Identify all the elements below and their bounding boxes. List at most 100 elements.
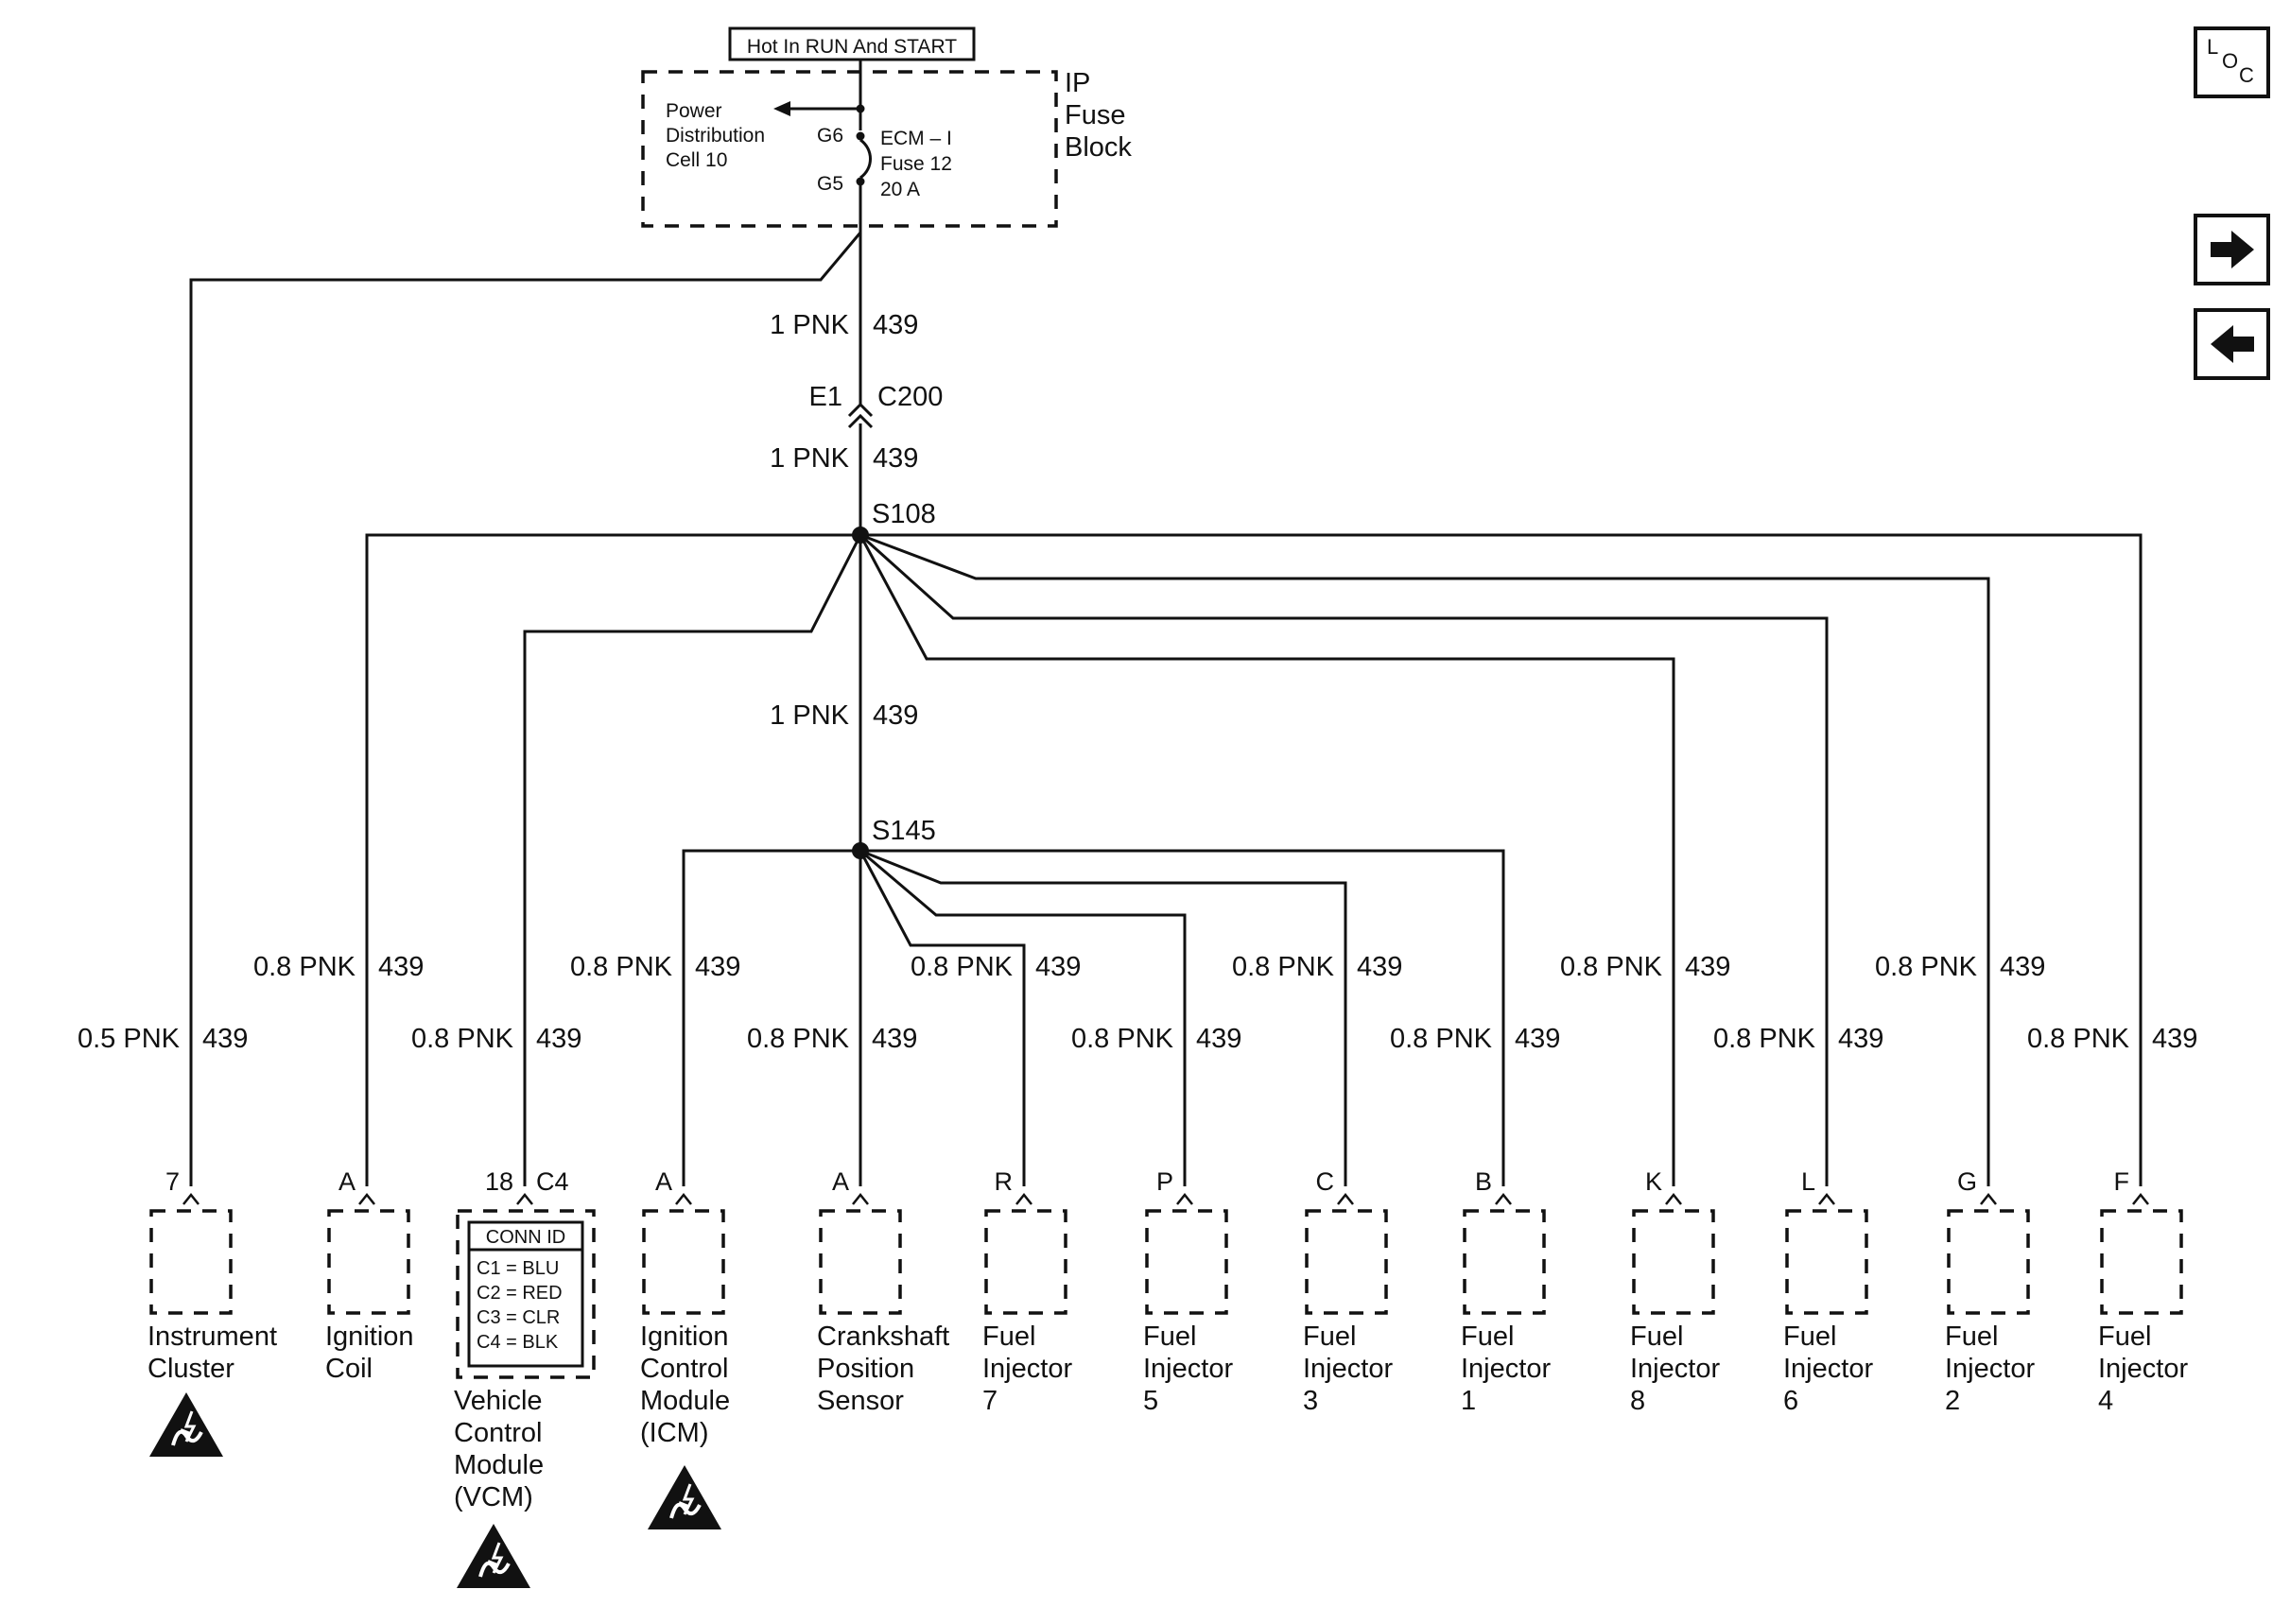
branch-wire bbox=[859, 534, 1675, 1186]
component-name-line: Cluster bbox=[147, 1354, 234, 1384]
wire-circuit-label: 439 bbox=[1196, 1024, 1241, 1054]
fuse-block-outline bbox=[641, 70, 1058, 228]
pin-label: 7 bbox=[165, 1167, 180, 1196]
connector-pin: E1 bbox=[809, 382, 842, 412]
wire-gauge-label: 0.8 PNK bbox=[411, 1024, 514, 1054]
component-name-line: Fuel bbox=[1630, 1322, 1683, 1352]
component-outline bbox=[1463, 1209, 1546, 1315]
terminal-icon bbox=[358, 1192, 375, 1205]
conn-id-title: CONN ID bbox=[486, 1227, 565, 1248]
terminal-icon bbox=[1495, 1192, 1512, 1205]
splice-s108-label: S108 bbox=[872, 499, 936, 529]
fuse-pin-out: G5 bbox=[817, 173, 843, 195]
component-name-line: Fuel bbox=[1945, 1322, 1998, 1352]
terminal-icon bbox=[1818, 1192, 1835, 1205]
arrow-right-icon[interactable] bbox=[2194, 214, 2270, 285]
branch-wire bbox=[860, 849, 1505, 1186]
pin-label: B bbox=[1475, 1167, 1492, 1196]
branch-wire bbox=[859, 850, 1026, 1186]
wire-gauge-label: 0.8 PNK bbox=[1232, 952, 1335, 982]
esd-warning-icon bbox=[648, 1465, 721, 1529]
component-name-line: Injector bbox=[982, 1354, 1072, 1384]
pin-label: P bbox=[1156, 1167, 1173, 1196]
fuse-number: Fuse 12 bbox=[880, 153, 952, 175]
mid-wire-gauge: 1 PNK bbox=[770, 443, 849, 474]
feed-junction-dot bbox=[856, 104, 865, 113]
terminal-icon bbox=[2132, 1192, 2149, 1205]
lower-wire-circuit: 439 bbox=[873, 700, 918, 731]
component-name-line: Fuel bbox=[1303, 1322, 1356, 1352]
branch-wire bbox=[523, 534, 862, 1186]
arrow-left-icon[interactable] bbox=[2194, 308, 2270, 380]
wire-circuit-label: 439 bbox=[1357, 952, 1402, 982]
component-name-line: Control bbox=[640, 1354, 729, 1384]
trunk-wiring: 1 PNK 439 E1 C200 1 PNK 439 S108 1 PNK 4… bbox=[770, 181, 943, 859]
component-name-line: 7 bbox=[982, 1386, 998, 1416]
branch-wire bbox=[859, 533, 1990, 1186]
pin-label: F bbox=[2114, 1167, 2130, 1196]
component-name-line: Fuel bbox=[1783, 1322, 1836, 1352]
loc-icon[interactable]: L O C bbox=[2194, 26, 2270, 98]
component-name-line: Crankshaft bbox=[817, 1322, 949, 1352]
wire-gauge-label: 0.8 PNK bbox=[1390, 1024, 1493, 1054]
wire-circuit-label: 439 bbox=[2000, 952, 2045, 982]
c200-connector-icon bbox=[847, 402, 874, 429]
component-name-line: Ignition bbox=[325, 1322, 414, 1352]
branch-wire bbox=[859, 533, 1829, 1186]
branch-wire bbox=[365, 533, 860, 1186]
component-name-line: Control bbox=[454, 1418, 543, 1448]
supply-label-box bbox=[728, 26, 976, 61]
svg-text:C: C bbox=[2239, 63, 2254, 87]
connector-label: C4 bbox=[536, 1167, 569, 1196]
component-outline bbox=[1145, 1209, 1228, 1315]
wire-circuit-label: 439 bbox=[1838, 1024, 1883, 1054]
component-name-line: Fuel bbox=[982, 1322, 1035, 1352]
wire-gauge-label: 0.8 PNK bbox=[747, 1024, 850, 1054]
component-name-line: Injector bbox=[1630, 1354, 1720, 1384]
terminal-icon bbox=[852, 1192, 869, 1205]
component-name-line: (VCM) bbox=[454, 1482, 533, 1512]
component-name-line: Module bbox=[454, 1450, 544, 1480]
component-name-line: Module bbox=[640, 1386, 730, 1416]
fuse-pin-in: G6 bbox=[817, 125, 843, 147]
branch-wire bbox=[860, 533, 2143, 1186]
upper-wire-gauge: 1 PNK bbox=[770, 310, 849, 340]
supply-label: Hot In RUN And START bbox=[747, 36, 957, 58]
component-outline bbox=[1305, 1209, 1388, 1315]
terminal-icon bbox=[1665, 1192, 1682, 1205]
wire-gauge-label: 0.8 PNK bbox=[570, 952, 673, 982]
component-outline bbox=[327, 1209, 410, 1315]
power-distribution-1: Power bbox=[666, 100, 722, 122]
branch-wire bbox=[859, 849, 1187, 1186]
esd-warning-icon bbox=[457, 1524, 530, 1588]
terminal-icon bbox=[182, 1192, 200, 1205]
branch-wiring bbox=[189, 232, 2143, 1186]
component-name-line: Injector bbox=[1143, 1354, 1233, 1384]
component-name-line: (ICM) bbox=[640, 1418, 708, 1448]
wire-gauge-label: 0.8 PNK bbox=[1713, 1024, 1816, 1054]
wire-circuit-label: 439 bbox=[872, 1024, 917, 1054]
connector-name: C200 bbox=[877, 382, 943, 412]
splice-s145-label: S145 bbox=[872, 816, 936, 846]
wire-circuit-label: 439 bbox=[2152, 1024, 2197, 1054]
fuse-terminal-in bbox=[856, 131, 865, 141]
ip-fuse-block: Hot In RUN And START IP Fuse Block Power… bbox=[641, 26, 1132, 228]
pin-label: 18 bbox=[485, 1167, 513, 1196]
pin-label: A bbox=[655, 1167, 672, 1196]
component-name-line: Fuel bbox=[1461, 1322, 1514, 1352]
